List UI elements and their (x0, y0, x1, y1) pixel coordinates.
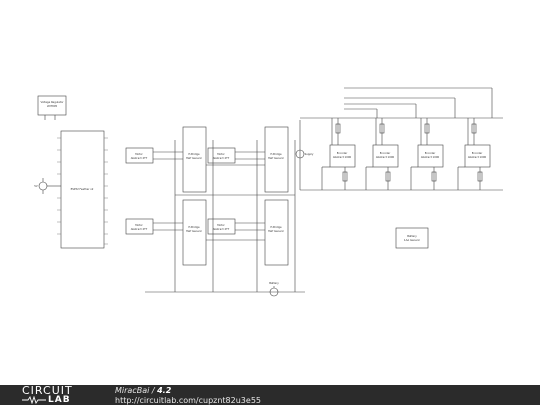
mcu-label: ESP32 Feather v2 (71, 187, 94, 191)
footer-bar: CIRCUIT LAB MiracBai / 4.2 http://circui… (0, 385, 540, 405)
h-bridge-part: Half Generic (186, 156, 203, 160)
resistor (342, 171, 348, 182)
encoder[interactable] (329, 144, 356, 168)
left-source-label: 5V (34, 184, 38, 188)
mcu-pins (57, 137, 108, 245)
circuit-title: MiracBai / 4.2 (115, 386, 171, 395)
h-bridge-label: H-Bridge (188, 152, 200, 156)
encoder[interactable] (417, 144, 444, 168)
circuit-url[interactable]: http://circuitlab.com/cupznt82u3e55 (115, 396, 261, 405)
logo-text-bottom: LAB (48, 395, 71, 405)
motor-driver[interactable] (207, 218, 236, 235)
h-bridge[interactable] (182, 126, 207, 193)
motor-driver-label: Motor (135, 223, 143, 227)
encoder-part: Abstract 1000 (376, 155, 395, 159)
encoder-label: Encoder (380, 151, 392, 155)
encoder-label: Encoder (337, 151, 349, 155)
h-bridge-label: H-Bridge (270, 152, 282, 156)
logo-text-top: CIRCUIT (22, 384, 73, 397)
motor-driver[interactable] (125, 147, 154, 164)
resistor (379, 123, 385, 134)
supply-source-symbol (295, 149, 305, 159)
logo-wire-icon (22, 396, 46, 404)
mcu-block[interactable] (60, 130, 105, 249)
resistor (431, 171, 437, 182)
motor-driver-label: Motor (217, 223, 225, 227)
motor-driver[interactable] (207, 147, 236, 164)
motor-driver-part: Abstract 2TT (213, 227, 230, 231)
circuitlab-logo[interactable]: CIRCUIT LAB (22, 384, 94, 405)
h-bridge-part: Half Generic (186, 229, 203, 233)
h-bridge[interactable] (264, 126, 289, 193)
schematic-canvas: Voltage Regulator LM7805 ESP32 Feather v… (34, 87, 503, 297)
voltage-regulator[interactable] (37, 95, 67, 116)
resistor (477, 171, 483, 182)
resistor (471, 123, 477, 134)
h-bridge[interactable] (264, 199, 289, 266)
encoder-label: Encoder (472, 151, 484, 155)
h-bridge-label: H-Bridge (270, 225, 282, 229)
encoder[interactable] (464, 144, 491, 168)
encoder-label: Encoder (425, 151, 437, 155)
motor-driver-part: Abstract 2TT (213, 156, 230, 160)
motor-driver-label: Motor (135, 152, 143, 156)
bottom-source-label: Battery (269, 281, 279, 285)
motor-driver[interactable] (125, 218, 154, 235)
motor-driver-part: Abstract 2TT (131, 156, 148, 160)
motor-driver-part: Abstract 2TT (131, 227, 148, 231)
resistor (424, 123, 430, 134)
left-source-symbol (38, 181, 48, 191)
resistor (335, 123, 341, 134)
circuit-version: 4.2 (157, 386, 172, 395)
h-bridge-part: Half Generic (268, 229, 285, 233)
resistor (385, 171, 391, 182)
title-separator: / (149, 386, 158, 395)
author-link[interactable]: MiracBai (115, 386, 150, 395)
battery-part: 1AA Generic (404, 238, 421, 242)
h-bridge-label: H-Bridge (188, 225, 200, 229)
h-bridge-part: Half Generic (268, 156, 285, 160)
supply-source-label: Supply (305, 152, 314, 156)
encoder-part: Abstract 1000 (333, 155, 352, 159)
encoder-part: Abstract 1000 (421, 155, 440, 159)
encoder-part: Abstract 1000 (468, 155, 487, 159)
battery-label: Battery (407, 234, 417, 238)
motor-driver-label: Motor (217, 152, 225, 156)
battery-block[interactable] (395, 227, 429, 249)
voltage-regulator-part: LM7805 (47, 104, 58, 108)
encoder[interactable] (372, 144, 399, 168)
h-bridge[interactable] (182, 199, 207, 266)
voltage-regulator-label: Voltage Regulator (40, 100, 64, 104)
